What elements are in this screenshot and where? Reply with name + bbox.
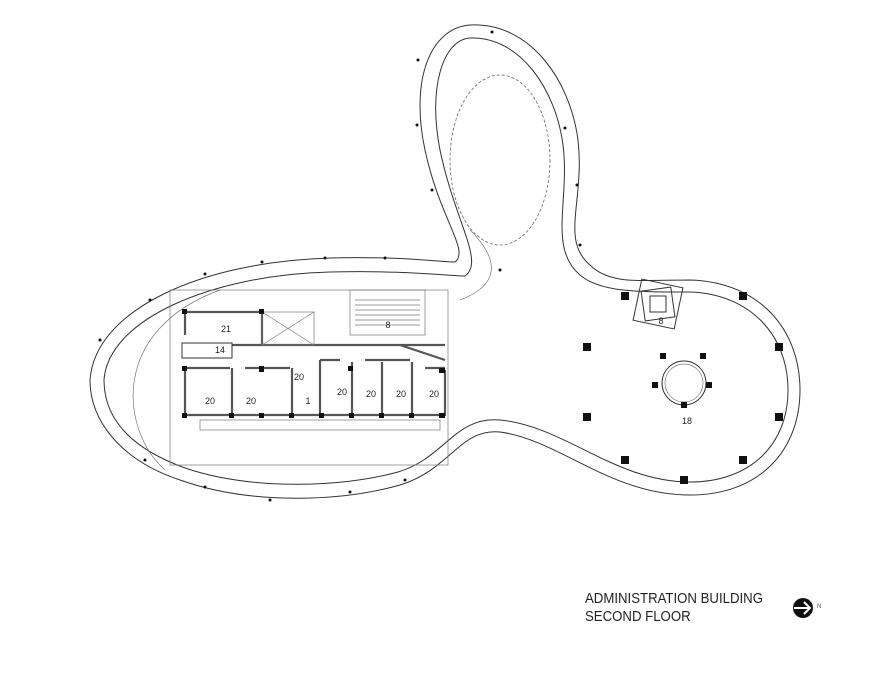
room-label-20: 20 — [366, 389, 376, 399]
walls — [181, 289, 447, 417]
north-arrow-icon — [793, 598, 813, 618]
inner-contour — [103, 37, 789, 485]
title-line-1: ADMINISTRATION BUILDING — [585, 590, 763, 607]
perimeter-posts — [98, 30, 582, 502]
room-label-18: 18 — [682, 416, 692, 426]
room-label-21: 21 — [221, 324, 231, 334]
north-label: N — [817, 604, 822, 610]
building-slab — [169, 289, 449, 466]
room-label-20: 20 — [396, 389, 406, 399]
outer-contour — [89, 24, 801, 499]
room-label-8-tower: 8 — [658, 316, 663, 326]
columns — [182, 309, 445, 418]
stair-tower — [632, 278, 684, 330]
balcony — [199, 419, 441, 431]
atrium-void — [661, 360, 707, 406]
room-label-20: 20 — [337, 387, 347, 397]
room-label-20-center: 20 — [294, 372, 304, 382]
atrium-void-inner — [664, 363, 704, 403]
void-loop — [449, 74, 551, 246]
walkway-edge — [132, 229, 492, 471]
pavilion-columns — [583, 292, 783, 484]
room-label-20: 20 — [205, 396, 215, 406]
room-label-20: 20 — [246, 396, 256, 406]
room-label-1: 1 — [305, 396, 310, 406]
plan-title: ADMINISTRATION BUILDING SECOND FLOOR — [585, 590, 763, 626]
room-label-8-stair: 8 — [385, 320, 390, 330]
room-label-14: 14 — [215, 345, 225, 355]
room-label-20: 20 — [429, 389, 439, 399]
title-line-2: SECOND FLOOR — [585, 608, 691, 625]
